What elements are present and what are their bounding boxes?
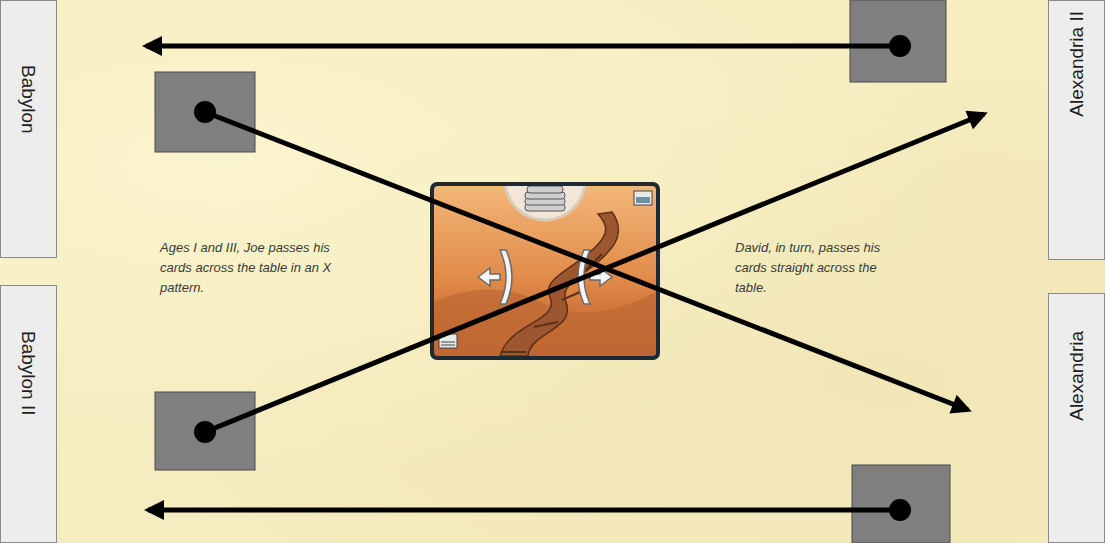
explanation-note: David, in turn, passes his cards straigh… (735, 238, 907, 298)
pass-arrow (148, 508, 900, 513)
arrow-origin-dot (889, 35, 911, 57)
card-sky (434, 186, 656, 356)
arrow-origin-dot (194, 421, 216, 443)
player-square (155, 392, 255, 470)
board-name: Alexandria (1067, 331, 1086, 421)
player-squares (155, 0, 950, 543)
board-name: Alexandria II (1067, 11, 1086, 117)
arrow-origins (194, 35, 911, 521)
player-square (850, 0, 946, 82)
card-deck-icon (525, 186, 565, 211)
player-board: Alexandria II (1048, 0, 1105, 260)
board-name: Babylon (19, 65, 38, 134)
pass-arrows (146, 46, 984, 510)
arrow-origin-dot (194, 101, 216, 123)
pass-arrow (146, 44, 900, 49)
card-frame (430, 182, 660, 360)
card-deck-circle (505, 186, 585, 220)
player-board: Alexandria (1048, 293, 1105, 543)
player-square (155, 72, 255, 152)
player-board: Babylon (0, 0, 57, 258)
board-name: Babylon II (19, 331, 38, 416)
player-board: Babylon II (0, 285, 57, 543)
player-square (852, 465, 950, 543)
explanation-note: Ages I and III, Joe passes his cards acr… (160, 238, 332, 298)
arrow-origin-dot (889, 499, 911, 521)
